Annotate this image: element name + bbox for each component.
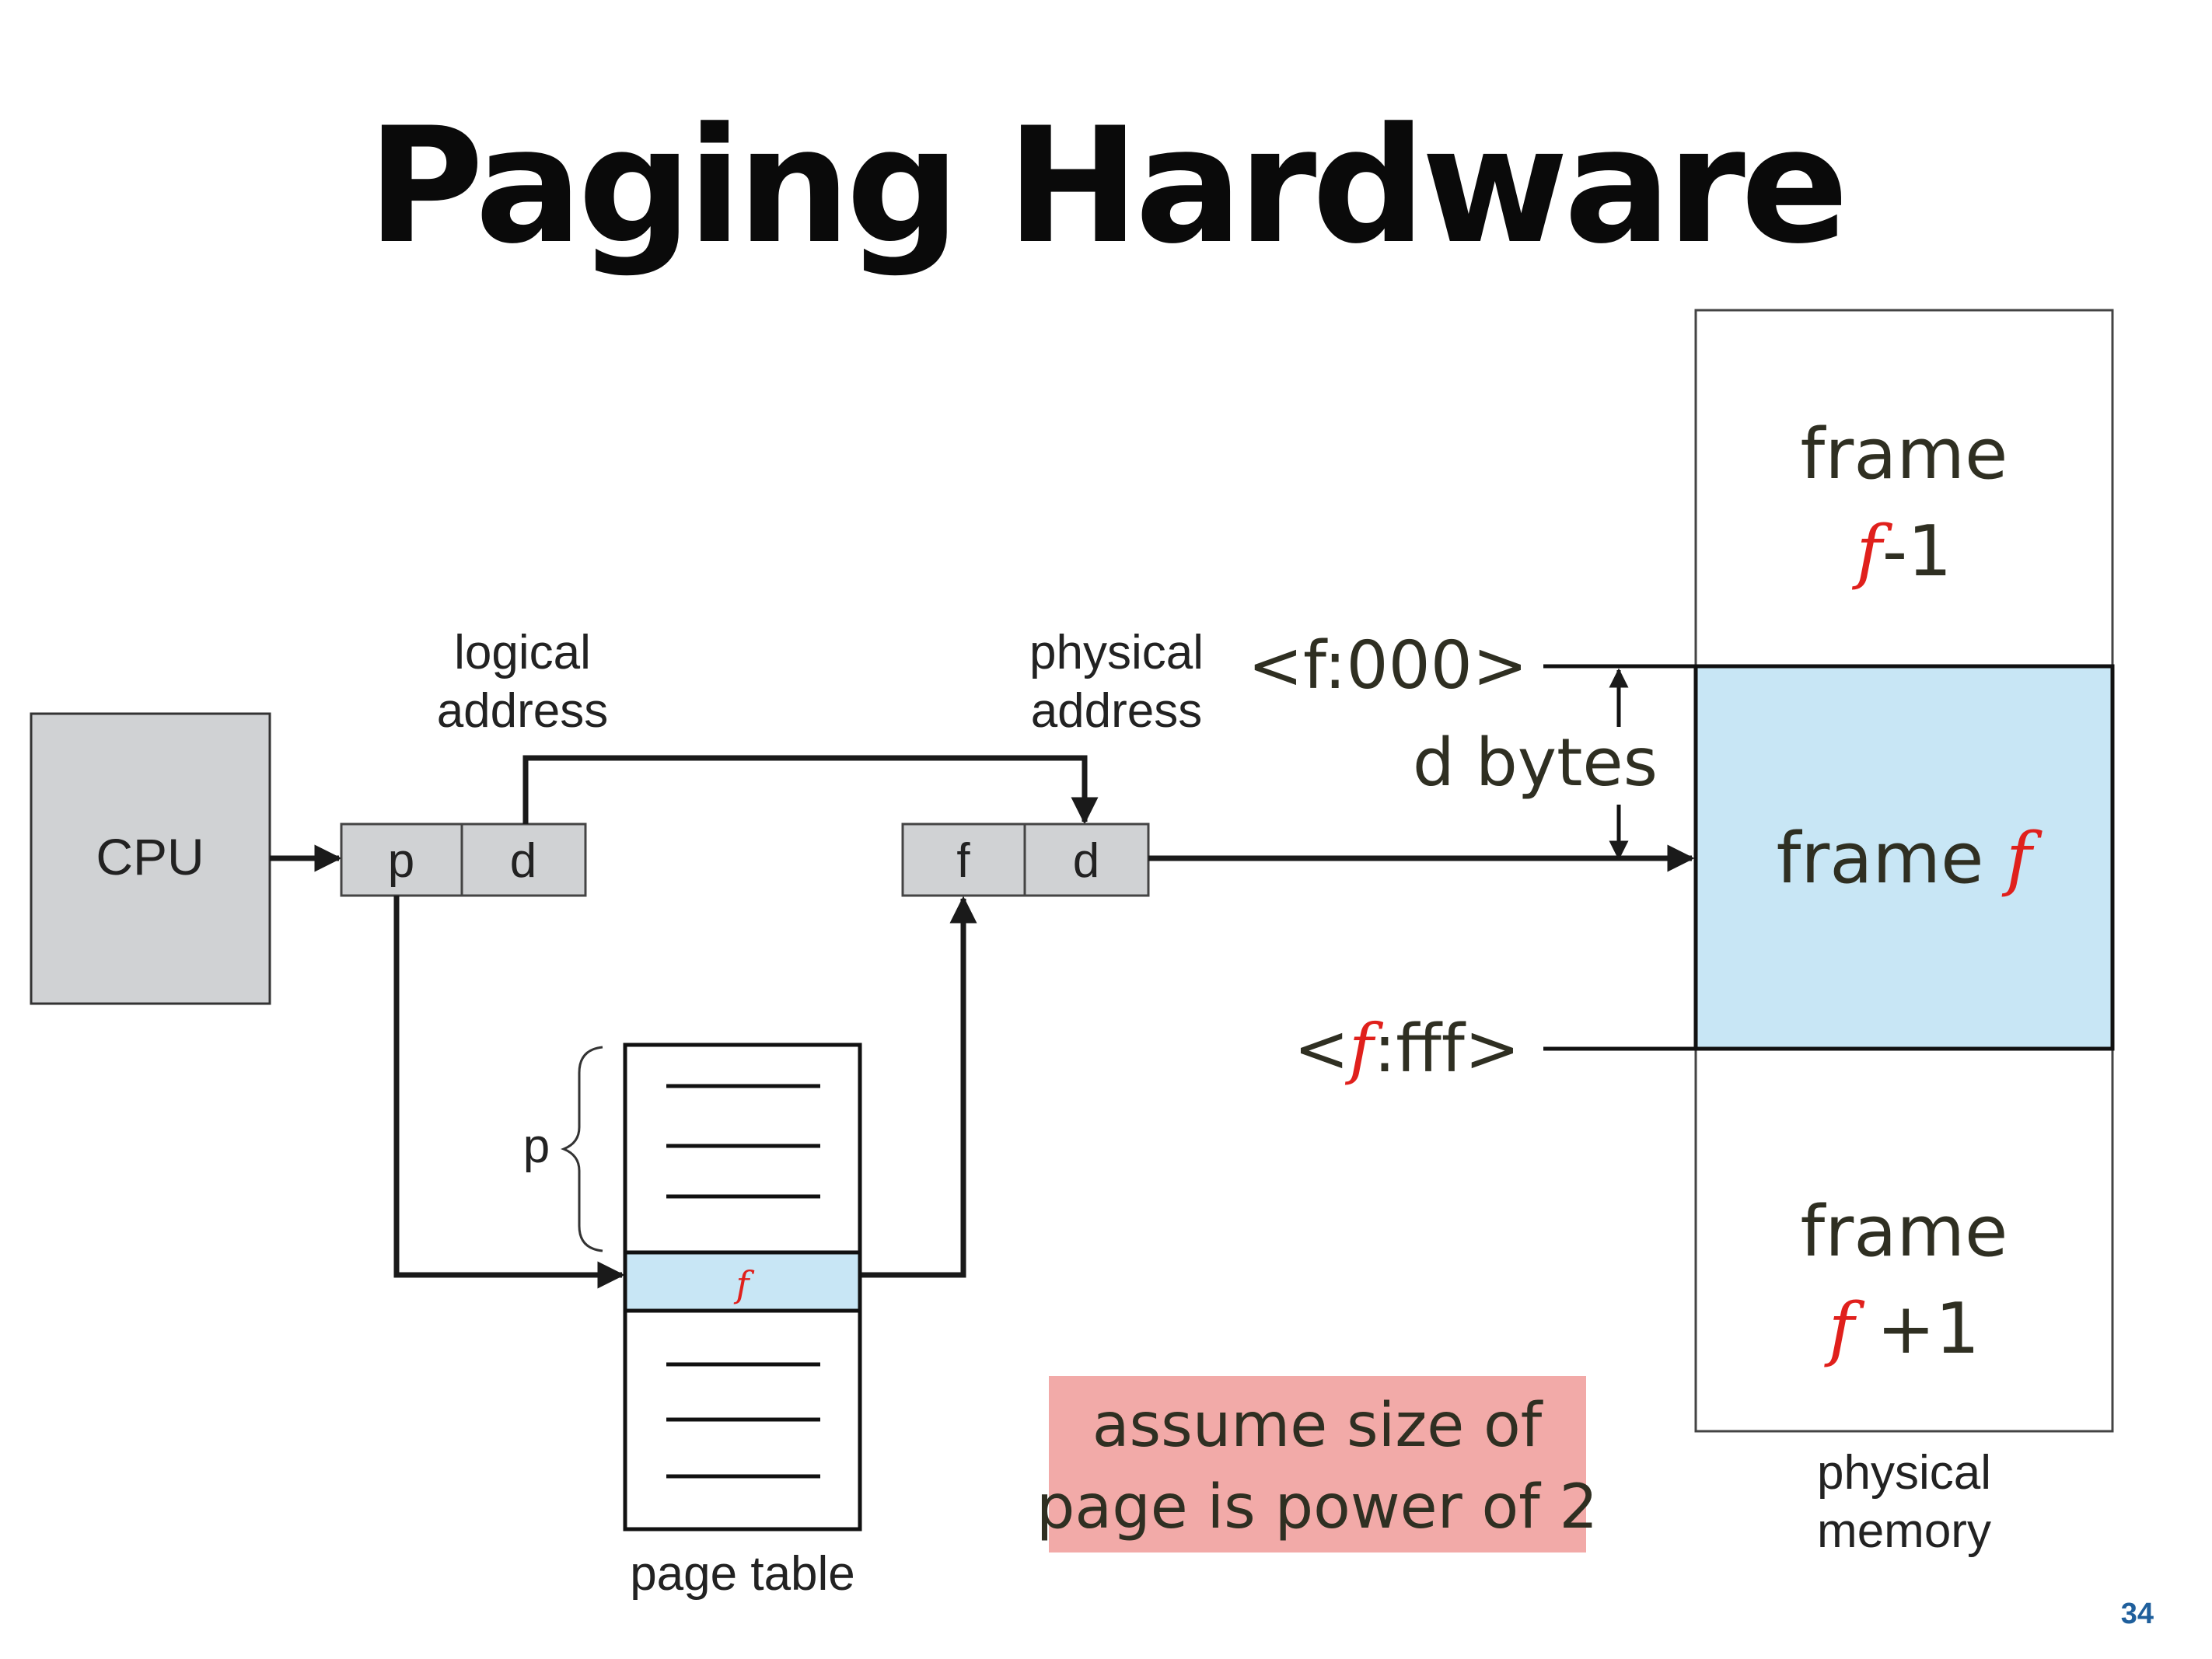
frame-word: frame bbox=[1777, 818, 1984, 899]
page-table-label: page table bbox=[630, 1547, 855, 1601]
note-box: assume size of page is power of 2 bbox=[1036, 1376, 1598, 1552]
logical-address-label-line2: address bbox=[437, 684, 609, 738]
logical-field-d: d bbox=[510, 834, 536, 888]
frame-index: f +1 bbox=[1824, 1288, 1980, 1370]
frame-suffix: -1 bbox=[1882, 511, 1952, 592]
note-line1: assume size of bbox=[1092, 1391, 1543, 1461]
frame-label: frame bbox=[1801, 414, 2008, 495]
logical-address-register: p d bbox=[340, 823, 587, 897]
cpu-label: CPU bbox=[96, 828, 204, 885]
frame-number-arrow bbox=[860, 896, 977, 1278]
frame-label: frame bbox=[1801, 1191, 2008, 1273]
frame-f bbox=[1693, 664, 2115, 1051]
physical-field-d: d bbox=[1073, 834, 1099, 888]
page-table-entry-highlighted bbox=[623, 1250, 862, 1313]
page-table-entries bbox=[666, 1084, 820, 1479]
page-number-lookup-arrow bbox=[393, 896, 625, 1289]
offset-passthrough-arrow bbox=[522, 755, 1099, 825]
note-line2: page is power of 2 bbox=[1036, 1472, 1598, 1542]
physical-address-register: f d bbox=[901, 823, 1150, 897]
frame-start-address: <f:000> bbox=[1248, 627, 1528, 704]
frame-f-minus-1: frame f-1 bbox=[1801, 414, 2008, 592]
physical-address-label-line2: address bbox=[1031, 684, 1203, 738]
logical-address-label-line1: logical bbox=[454, 626, 591, 679]
frame-label: frame f bbox=[1777, 818, 2043, 899]
slide-title: Paging Hardware bbox=[367, 94, 1844, 279]
cpu-block: CPU bbox=[30, 712, 271, 1005]
page-offset-brace bbox=[560, 1046, 603, 1252]
page-table: f p page table bbox=[523, 1043, 862, 1601]
physical-memory: frame f-1 frame f frame f +1 physical me… bbox=[1693, 309, 2115, 1558]
frame-index: f-1 bbox=[1851, 511, 1952, 592]
offset-label: d bytes bbox=[1413, 725, 1658, 802]
physical-field-f: f bbox=[956, 834, 970, 888]
frame-f-plus-1: frame f +1 bbox=[1801, 1191, 2008, 1370]
physical-memory-label-line1: physical bbox=[1817, 1446, 1991, 1500]
physical-address-label-line1: physical bbox=[1029, 626, 1204, 679]
physical-memory-label-line2: memory bbox=[1817, 1504, 1991, 1558]
frame-f-label-group: frame f bbox=[1777, 818, 2043, 899]
frame-suffix: +1 bbox=[1854, 1288, 1980, 1370]
page-brace-label: p bbox=[523, 1119, 550, 1173]
logical-field-p: p bbox=[388, 834, 414, 888]
frame-end-address: <f:fff> bbox=[1294, 1011, 1520, 1088]
slide-number: 34 bbox=[2121, 1598, 2154, 1630]
